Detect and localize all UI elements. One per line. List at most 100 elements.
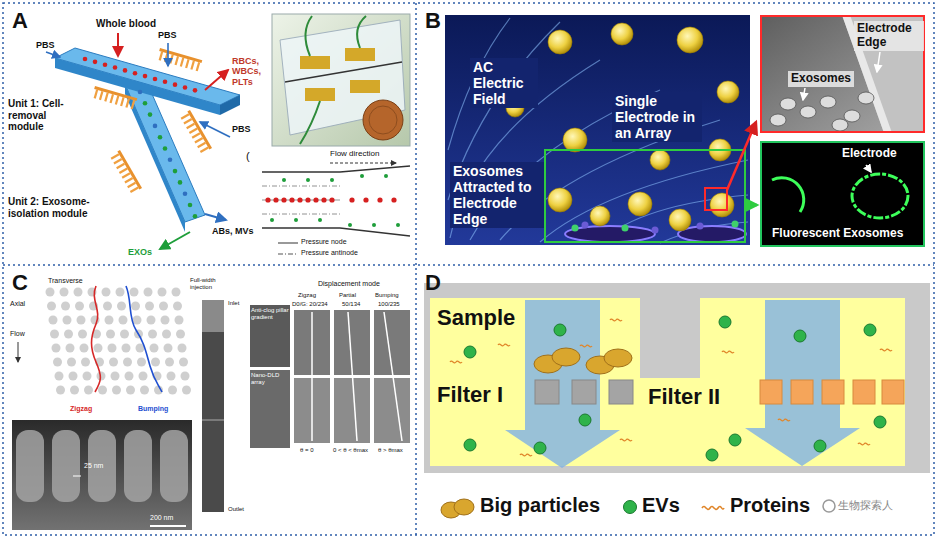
pillar [103,302,112,311]
bumping-trajectory [126,286,162,392]
label: Whole blood [96,18,156,30]
pillar [133,316,142,325]
field-line [540,160,748,242]
comb-finger [122,172,131,178]
particle-dot [173,82,178,87]
comb-finger [186,123,195,129]
pillar [53,358,62,367]
pillar [56,386,65,395]
ev-dot [794,330,806,342]
wire [300,101,320,144]
pillar [46,288,55,297]
label: θ > θmax [378,447,403,454]
label: 100/235 [378,301,400,308]
label: EXOs [128,247,152,257]
electrode [565,226,655,242]
protein-squiggle [620,439,632,441]
label: Partial [339,292,356,299]
buffer-inlet-arrow [167,43,169,66]
label: Transverse [48,277,83,285]
protein-squiggle [498,344,510,346]
pillar [173,302,182,311]
fluorescence-inset: ElectrodeFluorescent Exosomes [760,141,925,247]
label: PBS [158,30,177,40]
particle-dot [163,80,168,85]
particle-dot [330,178,334,182]
mode-column [294,310,330,443]
trajectory [384,312,402,441]
pressure-antinode-line [262,214,340,215]
electrode-edge [842,15,925,133]
particle-dot [305,197,310,202]
ev-dot [706,449,718,461]
pillar [75,302,84,311]
pillar [47,302,56,311]
photo-background [272,14,410,146]
label: Single Electrode in an Array [612,92,702,142]
mode-column [374,310,410,443]
fluorescent-ring [852,174,908,218]
sem-pillar [124,430,152,502]
channel-end [220,95,240,115]
label: Anti-clog pillar gradient [251,307,289,321]
highlight-box [545,150,745,242]
leader-arrow [877,52,880,72]
ev-dot [464,346,476,358]
magnified-image [250,370,290,448]
channel-side [125,84,185,232]
exosome-bump [800,106,816,118]
pillar [52,344,61,353]
pillar [67,358,76,367]
comb-finger [111,153,120,159]
particle-dot [143,74,148,79]
pillar [102,288,111,297]
pillar [105,316,114,325]
pillar [60,288,69,297]
label: Full-width injection [190,277,236,291]
pillar [144,288,153,297]
pillar [167,372,176,381]
pillar [70,386,79,395]
particle-dot [113,65,118,70]
gold-electrode [305,88,335,101]
small-particle [582,222,589,229]
channel-wall [640,283,700,378]
comb-finger [94,89,99,98]
pillar [162,330,171,339]
pillar [106,330,115,339]
leader-arrow [803,88,805,100]
label: Flow direction [330,149,379,158]
sem-inset: Electrode EdgeExosomes [760,15,925,133]
particle-dot [391,197,396,202]
label: Exosomes Attracted to Electrode Edge [450,162,544,228]
field-lines [448,18,748,243]
vesicle-outlet-arrow [205,214,226,220]
pillar [112,386,121,395]
particle-dot [173,169,178,174]
mode-column [334,310,370,443]
exosome-bump [844,110,860,122]
channel-wall [262,166,410,172]
pillar [63,316,72,325]
particle-dot [363,197,368,202]
small-particle [622,225,629,232]
ev-dot [719,316,731,328]
pillar [123,358,132,367]
filter-pillar [853,380,875,404]
panel-dividers [3,3,934,535]
ev-dot [579,414,591,426]
protein-squiggles [450,319,892,456]
legend-text: Big particles [480,494,600,517]
ev-dots [464,316,886,461]
pillar [120,330,129,339]
label: Unit 2: Exosome-isolation module [8,196,98,219]
panel-letter: C [12,270,28,295]
coin [363,100,403,140]
device-strip [202,300,224,512]
particle-dot [188,203,193,208]
scale-bar [150,525,186,527]
comb-finger [130,187,139,193]
chip-ground [424,283,930,473]
